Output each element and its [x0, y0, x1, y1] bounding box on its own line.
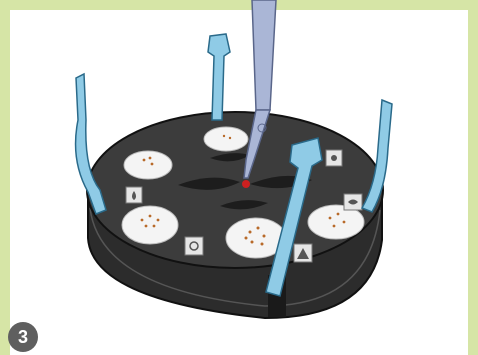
red-drop	[242, 180, 250, 188]
sample-well-icon	[124, 151, 172, 179]
sample-well-icon	[122, 206, 178, 244]
step-number-badge: 3	[8, 322, 38, 352]
clip-icon	[208, 34, 230, 120]
sample-well-icon	[204, 127, 248, 151]
sun-symbol-icon	[185, 237, 203, 255]
clip-icon	[76, 74, 106, 214]
